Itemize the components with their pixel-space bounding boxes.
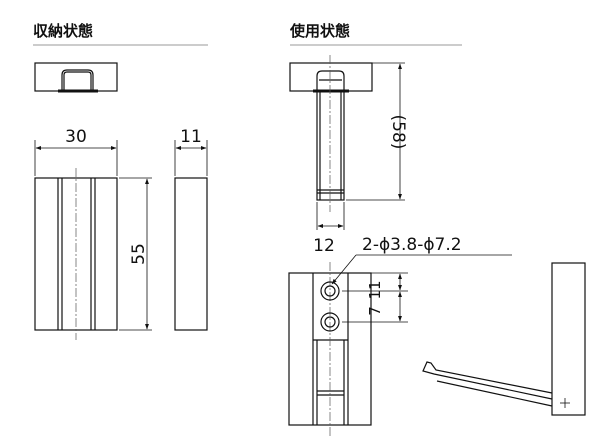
mounting-hole-upper [320, 281, 340, 301]
dimension-height-label: 55 [129, 243, 149, 265]
stored-top-view [34, 62, 118, 93]
in-use-top-view [289, 55, 373, 212]
dimension-rod-width-label: 12 [313, 236, 335, 256]
dimension-height: 55 [119, 177, 152, 331]
dimension-hole-spacing-a-label: 11 [366, 280, 384, 299]
dimension-extended-length: (58) [346, 62, 408, 201]
dimension-hole-spacing-b-label: 7 [366, 306, 384, 316]
dimension-width-label: 30 [65, 127, 87, 147]
stored-front-view [34, 168, 118, 340]
dimension-rod-width: 12 [313, 202, 345, 256]
dimension-hole-spacing: 11 7 [342, 272, 408, 323]
hole-callout-label: 2-ϕ3.8-ϕ7.2 [362, 235, 462, 255]
dimension-thickness-label: 11 [180, 127, 202, 147]
in-use-side-view [422, 262, 586, 416]
hole-callout: 2-ϕ3.8-ϕ7.2 [331, 235, 512, 285]
dimension-thickness: 11 [174, 127, 208, 176]
dimension-extended-length-label: (58) [388, 115, 408, 150]
dimension-width: 30 [34, 127, 118, 176]
in-use-front-view [288, 262, 372, 436]
mounting-hole-lower [320, 312, 340, 332]
heading-stored-state: 収納状態 [33, 22, 93, 40]
heading-in-use-state: 使用状態 [289, 22, 350, 40]
stored-side-view [174, 177, 208, 331]
